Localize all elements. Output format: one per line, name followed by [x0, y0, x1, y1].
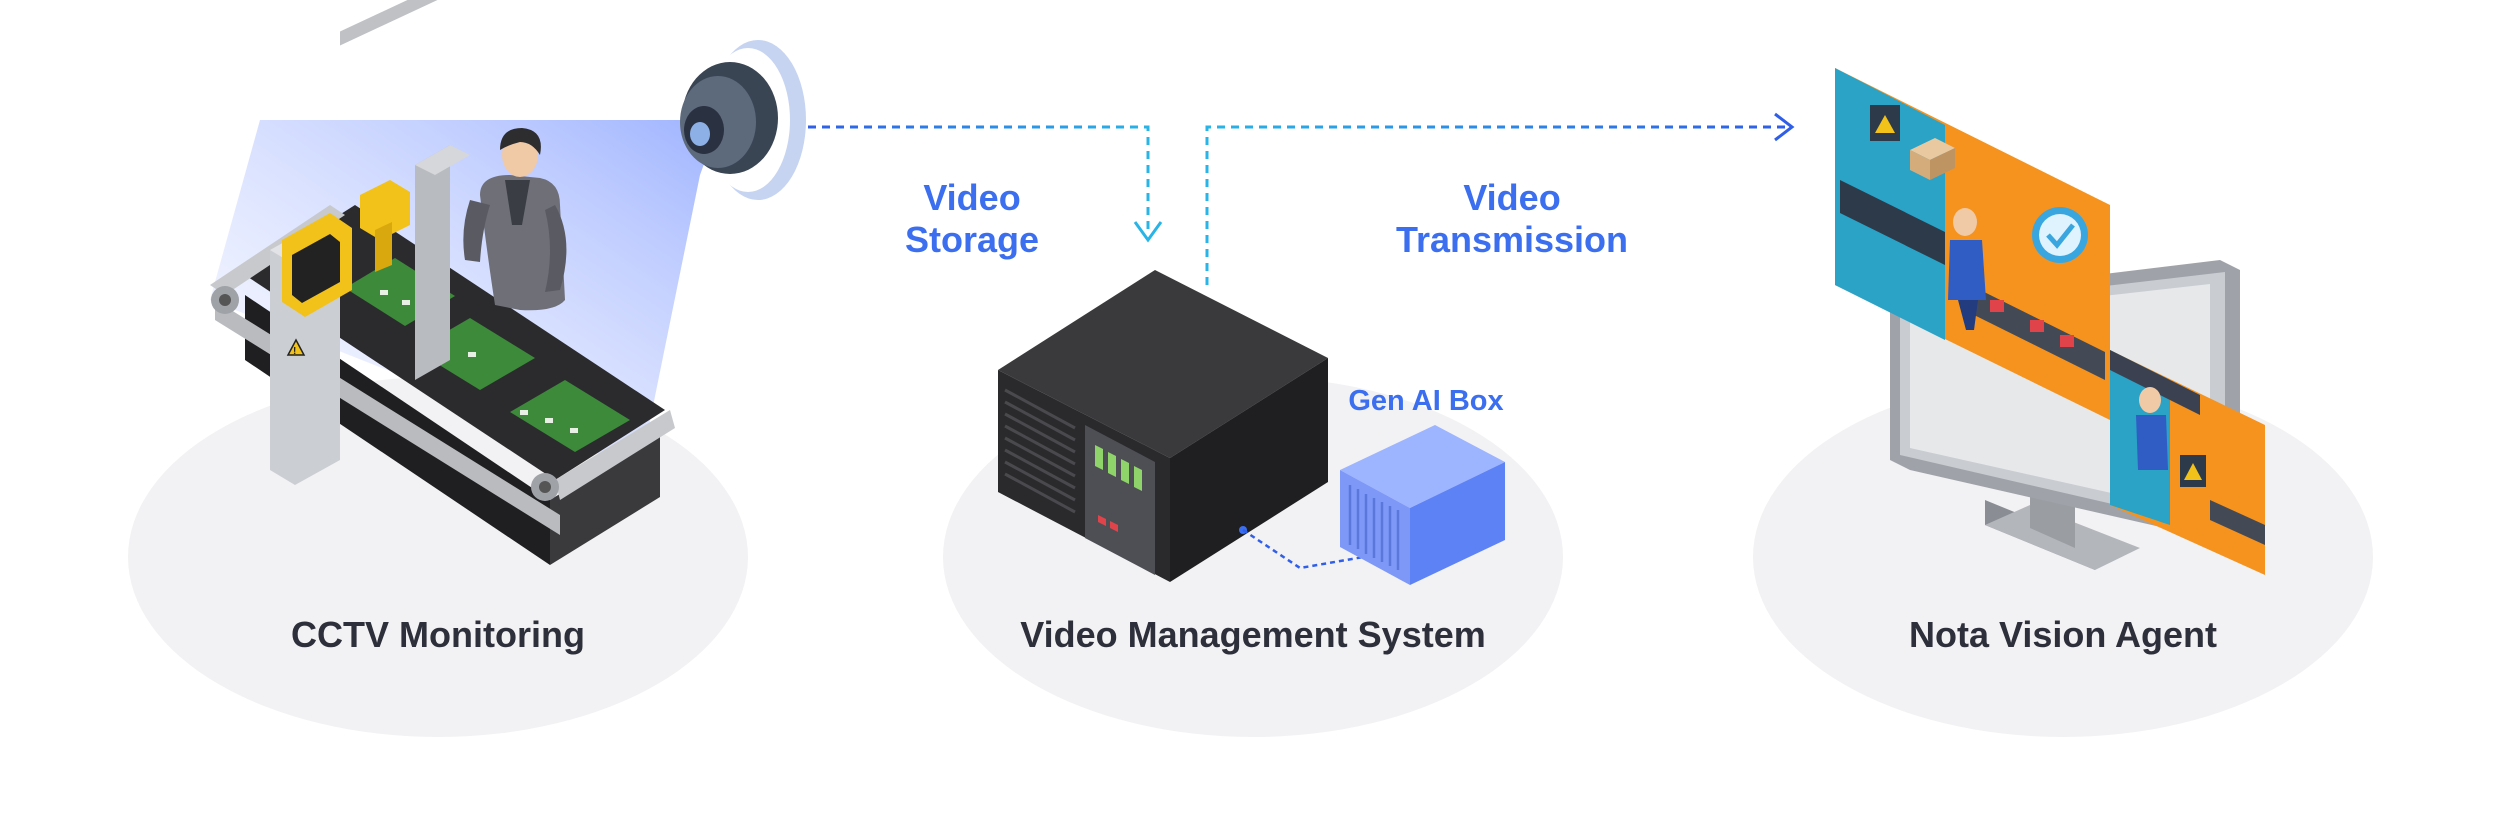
transmission-label-line1: Video — [1463, 177, 1560, 218]
monitor-icon — [1835, 68, 2265, 575]
storage-flow-label: Video Storage — [905, 177, 1039, 260]
cctv-monitoring-label: CCTV Monitoring — [291, 614, 585, 655]
transmission-flow-label: Video Transmission — [1396, 177, 1628, 260]
storage-arrow — [808, 125, 1150, 232]
warning-icon — [1870, 105, 1900, 141]
conveyor-icon: ! — [210, 0, 675, 565]
ai-box-icon — [1340, 425, 1505, 585]
storage-label-line1: Video — [923, 177, 1020, 218]
worker-icon — [463, 128, 567, 311]
transmission-arrow — [1205, 125, 1785, 285]
transmission-label-line2: Transmission — [1396, 219, 1628, 260]
vms-label: Video Management System — [1020, 614, 1486, 655]
storage-label-line2: Storage — [905, 219, 1039, 260]
warning-icon: ! — [286, 338, 306, 357]
server-icon — [998, 270, 1328, 582]
server-aibox-connector — [1242, 528, 1376, 570]
camera-icon — [680, 40, 806, 200]
checkmark-icon — [2032, 207, 2088, 263]
genai-box-label: Gen AI Box — [1348, 385, 1503, 417]
storage-arrowhead — [1133, 221, 1163, 243]
nota-vision-agent-label: Nota Vision Agent — [1909, 614, 2217, 655]
svg-text:!: ! — [293, 346, 296, 357]
warning-icon — [2180, 455, 2206, 487]
cctv-illustration: ! — [210, 0, 806, 565]
transmission-arrowhead — [1774, 112, 1795, 142]
